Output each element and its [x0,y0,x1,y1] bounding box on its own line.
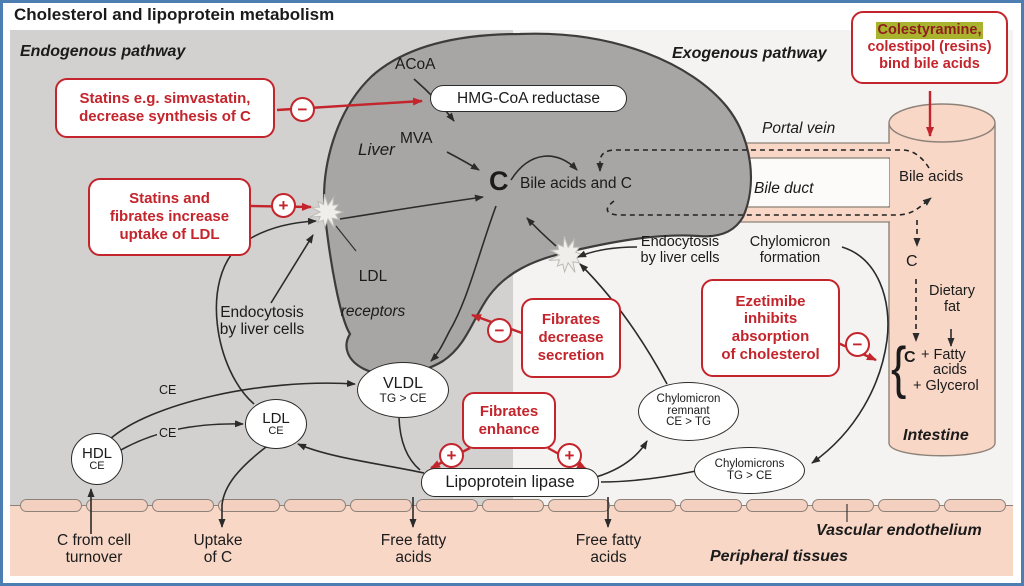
acoa-label: ACoA [395,56,436,73]
glycerol-label: + Glycerol [913,378,979,394]
endothelial-cell [878,499,940,512]
peripheral-tissues-label: Peripheral tissues [710,548,848,565]
endothelial-cell [218,499,280,512]
c-product-label: C [904,349,916,366]
chylomicrons-particle: Chylomicrons TG > CE [694,447,805,494]
hdl-composition: CE [89,460,105,473]
ldl-name: LDL [262,409,290,427]
free-fatty-acids-right-label: Free fatty acids [575,532,642,567]
intestine-label: Intestine [903,427,969,444]
endothelial-cell [812,499,874,512]
fatty-acids-line2: acids [933,362,967,378]
exogenous-pathway-header: Exogenous pathway [672,45,827,62]
fibrates-enhance-box: Fibrates enhance [462,392,556,449]
minus-badge-secretion: − [487,318,512,343]
chylomicron-formation-label: Chylomicron formation [749,234,831,267]
endothelial-cell [680,499,742,512]
endothelial-cell [86,499,148,512]
statins-synthesis-box: Statins e.g. simvastatin, decrease synth… [55,78,275,138]
chylomicrons-composition: TG > CE [726,469,773,482]
statins-fibrates-uptake-box: Statins and fibrates increase uptake of … [88,178,251,256]
peripheral-tissue-band [10,506,1013,576]
ce-lower-label: CE [157,426,179,440]
endothelial-cell [350,499,412,512]
free-fatty-acids-left-label: Free fatty acids [380,532,447,567]
colestyramine-highlight: Colestyramine, [875,21,984,39]
ldl-particle: LDL CE [245,399,307,449]
cholesterol-liver-label: C [489,166,509,196]
colestyramine-rest: colestipol (resins) bind bile acids [867,38,992,73]
vldl-particle: VLDL TG > CE [357,362,449,418]
c-from-cell-turnover-label: C from cell turnover [56,532,132,567]
endocytosis-right-label: Endocytosis by liver cells [640,234,720,267]
endothelial-cell [284,499,346,512]
endothelial-cell [746,499,808,512]
plus-badge-uptake: + [271,193,296,218]
chylomicrons-name: Chylomicrons [714,457,785,470]
hmg-coa-reductase-box: HMG-CoA reductase [430,85,627,112]
hdl-name: HDL [81,444,112,462]
liver-label: Liver [358,140,395,159]
vldl-composition: TG > CE [379,391,427,406]
remnant-name: Chylomicron remnant [656,392,721,417]
hdl-particle: HDL CE [71,433,123,485]
chylomicron-remnant-particle: Chylomicron remnant CE > TG [638,382,739,441]
plus-badge-enhance-right: + [557,443,582,468]
ldl-receptors-label: LDL receptors [330,251,416,320]
minus-badge-ezetimibe: − [845,332,870,357]
bile-acids-and-c-label: Bile acids and C [520,175,633,192]
ldl-receptors-line1: LDL [358,268,388,286]
endothelium-cell-row [20,499,1006,512]
endothelial-cell [416,499,478,512]
ldl-composition: CE [268,425,284,438]
vldl-name: VLDL [382,374,424,392]
endothelial-cell [614,499,676,512]
fibrates-secretion-box: Fibrates decrease secretion [521,298,621,378]
portal-vein-label: Portal vein [762,120,836,137]
bile-acids-label: Bile acids [899,168,964,185]
plus-badge-enhance-left: + [439,443,464,468]
mva-label: MVA [400,130,433,147]
ezetimibe-box: Ezetimibe inhibits absorption of cholest… [701,279,840,377]
endothelial-cell [482,499,544,512]
fatty-acids-line1: + Fatty [921,347,966,363]
colestyramine-box: Colestyramine, colestipol (resins) bind … [851,11,1008,84]
uptake-of-c-label: Uptake of C [193,532,243,567]
endothelial-cell [548,499,610,512]
endocytosis-left-label: Endocytosis by liver cells [219,304,305,339]
bile-duct-label: Bile duct [754,180,814,197]
endogenous-pathway-header: Endogenous pathway [20,43,186,60]
endothelial-cell [944,499,1006,512]
endothelial-cell [20,499,82,512]
endothelial-cell [152,499,214,512]
ce-upper-label: CE [157,383,179,397]
c-intestine-label: C [906,253,918,270]
lipoprotein-lipase-box: Lipoprotein lipase [421,468,599,497]
minus-badge-statins: − [290,97,315,122]
ldl-receptors-line2: receptors [340,303,406,321]
vascular-endothelium-label: Vascular endothelium [816,522,982,539]
dietary-fat-label: Dietary fat [929,283,975,316]
remnant-composition: CE > TG [666,416,711,429]
page-title: Cholesterol and lipoprotein metabolism [14,5,335,24]
